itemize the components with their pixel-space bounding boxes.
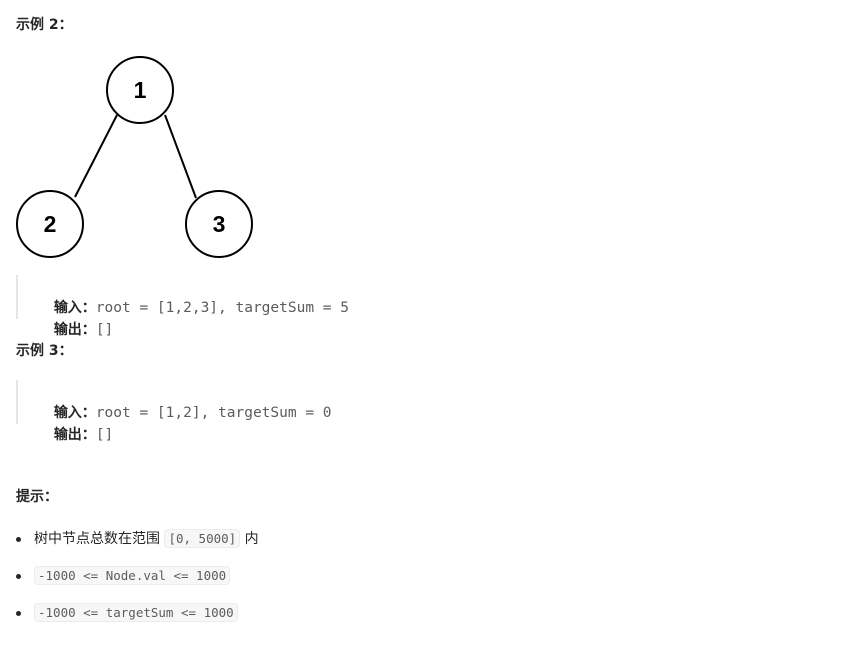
hint-code: -1000 <= Node.val <= 1000 xyxy=(34,566,231,585)
svg-text:2: 2 xyxy=(44,211,57,237)
input-label: 输入： xyxy=(53,405,96,421)
example-2-output-line: 输出：[] xyxy=(36,297,349,338)
example-3-heading: 示例 3： xyxy=(16,343,73,359)
hint-item: -1000 <= Node.val <= 1000 xyxy=(16,564,259,588)
hint-item: 树中节点总数在范围 [0, 5000] 内 xyxy=(16,527,259,551)
example-3-input-line: 输入：root = [1,2], targetSum = 0 xyxy=(36,380,332,421)
example-2-heading: 示例 2： xyxy=(16,17,73,33)
input-label: 输入： xyxy=(53,300,96,316)
input-value: root = [1,2], targetSum = 0 xyxy=(95,405,332,421)
hints-heading: 提示： xyxy=(16,489,58,505)
bullet-icon xyxy=(16,537,21,542)
tree-node-2: 2 xyxy=(16,190,84,258)
hints-list: 树中节点总数在范围 [0, 5000] 内 -1000 <= Node.val … xyxy=(16,527,259,638)
tree-edges xyxy=(74,114,197,199)
input-value: root = [1,2,3], targetSum = 5 xyxy=(95,300,349,316)
hint-text: 树中节点总数在范围 xyxy=(34,531,165,547)
example-2-input-line: 输入：root = [1,2,3], targetSum = 5 xyxy=(36,275,349,316)
hint-item: -1000 <= targetSum <= 1000 xyxy=(16,601,259,625)
svg-text:1: 1 xyxy=(134,77,147,103)
tree-node-3: 3 xyxy=(185,190,253,258)
bullet-icon xyxy=(16,574,21,579)
svg-text:3: 3 xyxy=(213,211,226,237)
example-3-output-line: 输出：[] xyxy=(36,402,332,443)
binary-tree-diagram: 1 2 3 xyxy=(16,56,253,258)
hint-text: 内 xyxy=(240,531,259,547)
hint-code: [0, 5000] xyxy=(164,529,241,548)
example-3-io-block: 输入：root = [1,2], targetSum = 0 输出：[] xyxy=(16,380,332,443)
tree-node-1: 1 xyxy=(106,56,174,124)
output-value: [] xyxy=(95,427,114,443)
bullet-icon xyxy=(16,611,21,616)
example-2-io-block: 输入：root = [1,2,3], targetSum = 5 输出：[] xyxy=(16,275,349,338)
output-label: 输出： xyxy=(53,427,96,443)
output-value: [] xyxy=(95,322,114,338)
hint-code: -1000 <= targetSum <= 1000 xyxy=(34,603,238,622)
output-label: 输出： xyxy=(53,322,96,338)
